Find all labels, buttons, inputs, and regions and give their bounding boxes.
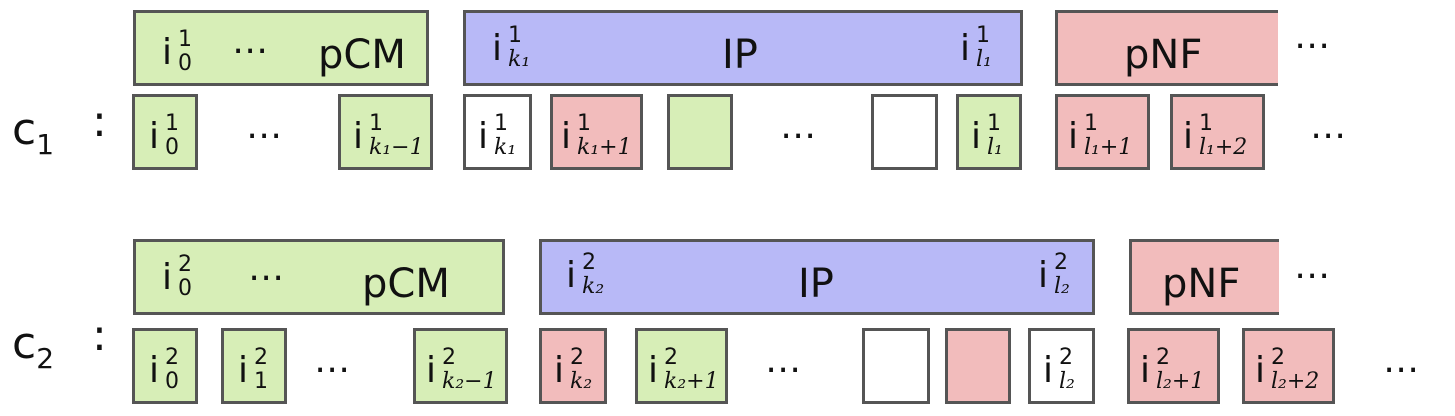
cell-blank <box>667 94 733 170</box>
pcm-dots: ⋯ <box>232 30 270 71</box>
pnf-label: pNF <box>1162 261 1241 307</box>
pnf-dots: ⋯ <box>1294 25 1332 66</box>
pcm-dots: ⋯ <box>248 257 286 298</box>
pnf-bar: pNF <box>1055 10 1278 86</box>
ip-label: IP <box>722 32 758 78</box>
pnf-dots: ⋯ <box>1294 255 1332 296</box>
pnf-label: pNF <box>1124 32 1203 78</box>
cell-blank <box>862 328 930 404</box>
row-label-c2: c2 <box>12 318 55 375</box>
pnf-bar: pNF <box>1129 239 1279 315</box>
cell-dots: ⋯ <box>314 349 352 390</box>
cell-blank <box>871 94 938 170</box>
cell-dots: ⋯ <box>1310 115 1348 156</box>
row-label-c1: c1 <box>12 104 55 161</box>
cell-dots: ⋯ <box>246 115 284 156</box>
cell-dots: ⋯ <box>765 349 803 390</box>
row-colon: : <box>92 310 107 361</box>
cell-blank <box>945 328 1011 404</box>
row-colon: : <box>92 96 107 147</box>
cell-dots: ⋯ <box>780 115 818 156</box>
cell-dots: ⋯ <box>1383 349 1421 390</box>
ip-label: IP <box>798 261 834 307</box>
pcm-label: pCM <box>318 32 406 78</box>
pcm-label: pCM <box>362 261 450 307</box>
